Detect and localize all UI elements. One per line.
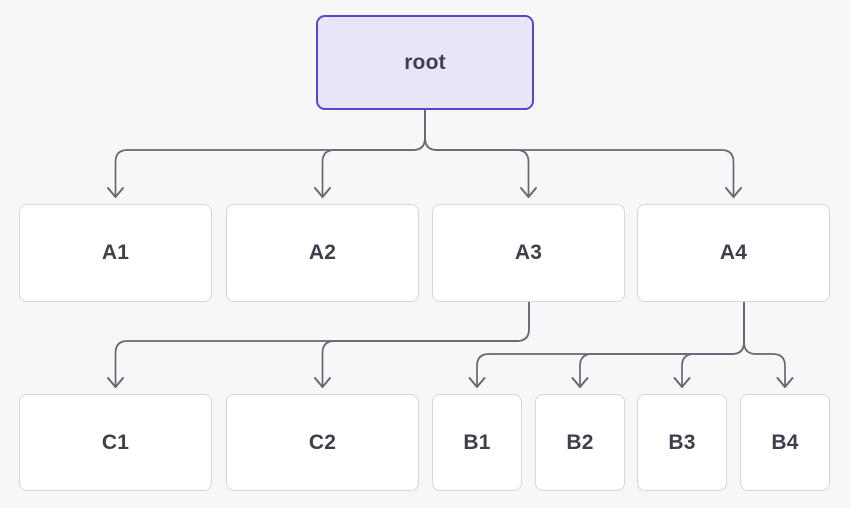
node-label: B2 [566,430,594,454]
node-label: A2 [308,241,337,264]
node-label: C1 [101,430,130,454]
node-label: A4 [719,241,748,264]
node-label: B3 [668,430,696,454]
edge-A4-B3 [681,302,745,387]
arrowhead-A4-B4 [776,377,794,388]
node-A4[interactable]: A4 [637,204,830,302]
node-A1[interactable]: A1 [19,204,212,302]
arrowhead-root-A3 [520,187,537,198]
arrowhead-A3-C2 [314,377,331,388]
node-label: C2 [308,430,337,454]
node-label: B1 [463,430,491,454]
arrowhead-root-A2 [314,187,331,198]
node-label: A1 [101,241,130,264]
node-A3[interactable]: A3 [432,204,625,302]
edge-A4-B4 [743,302,786,387]
arrowhead-root-A4 [725,187,742,198]
arrowhead-A4-B2 [571,377,589,388]
node-B1[interactable]: B1 [432,394,522,491]
node-A2[interactable]: A2 [226,204,419,302]
node-C2[interactable]: C2 [226,394,419,491]
node-B3[interactable]: B3 [637,394,727,491]
node-label: B4 [771,430,799,454]
node-B4[interactable]: B4 [740,394,830,491]
node-label: root [404,50,446,74]
edge-root-A2 [321,110,426,197]
arrowhead-A3-C1 [107,377,124,388]
node-label: A3 [514,241,543,264]
edge-A3-C2 [321,302,530,387]
arrowhead-A4-B1 [468,377,486,388]
edge-root-A4 [424,110,735,197]
arrowhead-A4-B3 [673,377,691,388]
node-root[interactable]: root [316,15,534,110]
node-C1[interactable]: C1 [19,394,212,491]
node-B2[interactable]: B2 [535,394,625,491]
arrowhead-root-A1 [107,187,124,198]
